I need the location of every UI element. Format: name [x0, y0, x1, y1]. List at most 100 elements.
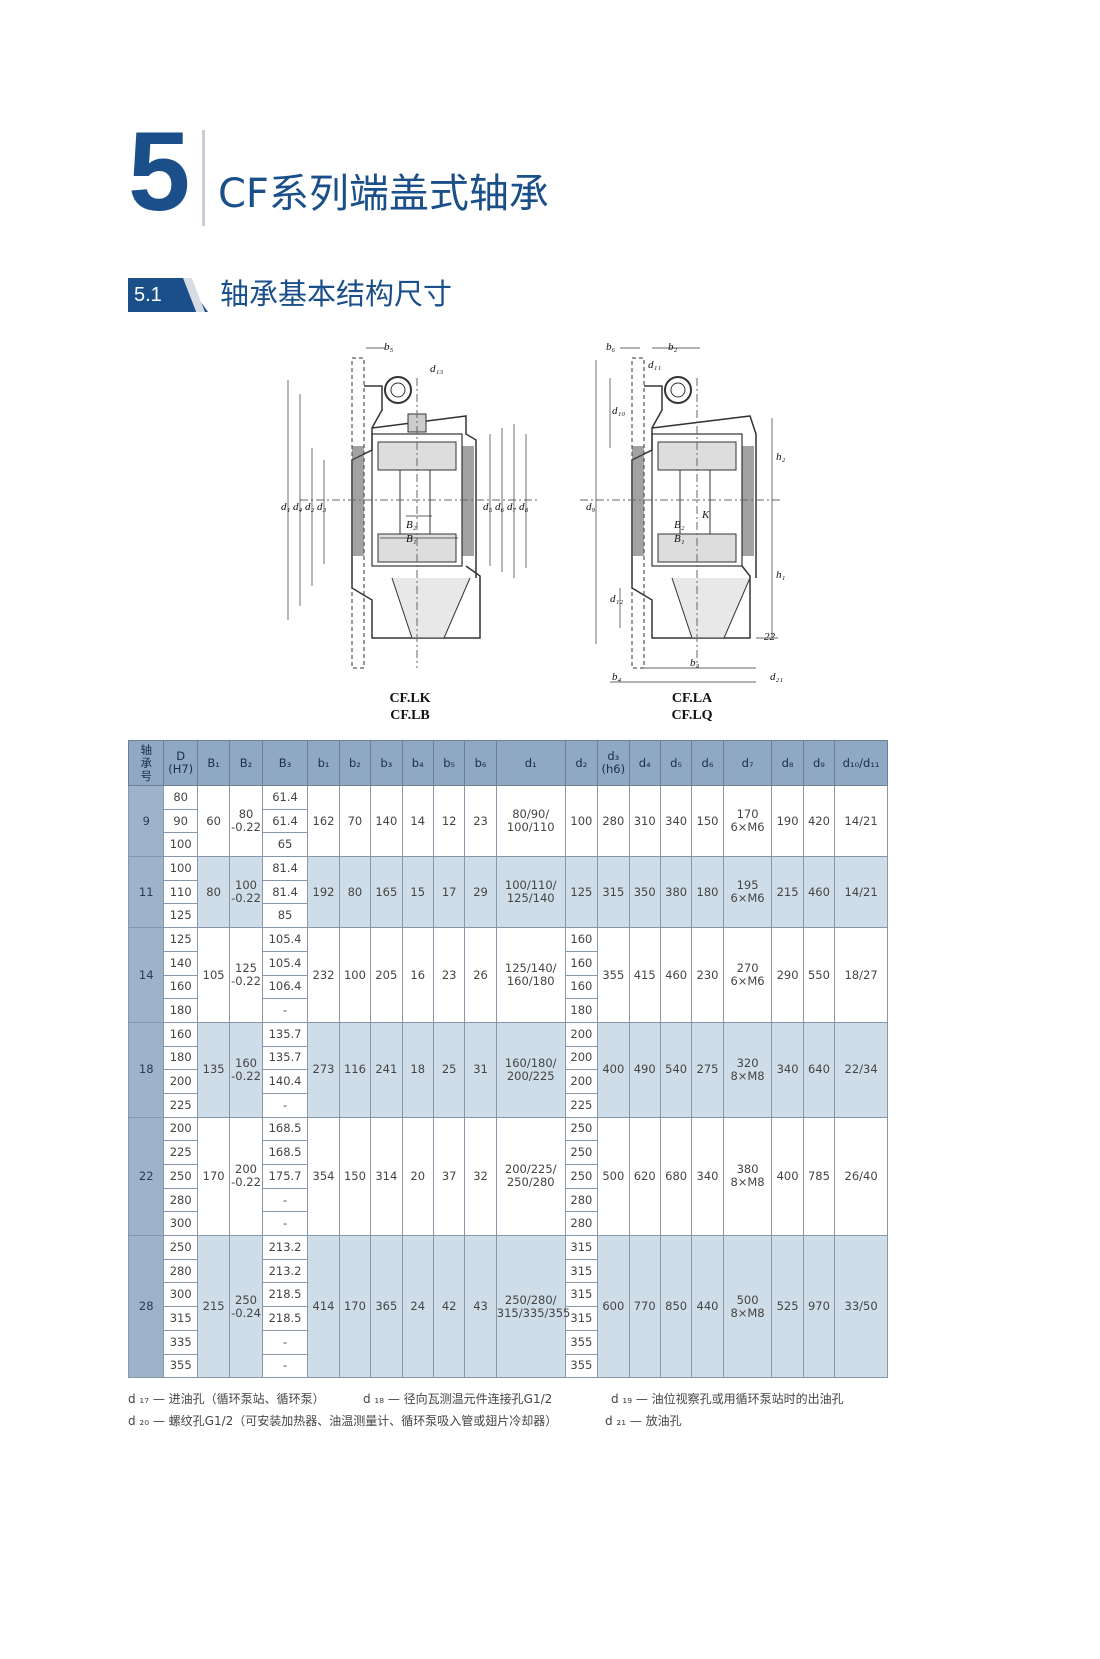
- table-cell: 490: [628, 1021, 661, 1118]
- table-cell: 140: [370, 784, 403, 858]
- table-cell: 785: [802, 1116, 836, 1237]
- table-cell: 525: [771, 1235, 804, 1379]
- table-cell: 16: [401, 927, 434, 1023]
- table-cell: 180: [564, 998, 599, 1023]
- label-22: 22: [764, 631, 776, 643]
- table-cell: 22: [127, 1116, 165, 1237]
- label-b2: b₂: [668, 341, 678, 353]
- table-cell: 460: [659, 927, 693, 1023]
- label-d2: d₂: [305, 501, 315, 513]
- bearing-drawings: b₅ d₁₃ B₂ B₁ d₁ d₄ d₂ d₃ d₅ d₆ d₇ d₈ b₆ …: [281, 341, 786, 683]
- table-cell: 32: [464, 1116, 497, 1237]
- table-header-cell: d₇: [722, 740, 773, 786]
- table-cell: 314: [370, 1116, 403, 1237]
- table-cell: 275: [691, 1021, 724, 1118]
- bearing-drawing-la-lq: [580, 347, 780, 683]
- label-b6: b₆: [606, 341, 616, 353]
- table-cell: 680: [659, 1116, 693, 1237]
- table-cell: 500 8×M8: [722, 1235, 773, 1379]
- section-title: 轴承基本结构尺寸: [220, 277, 453, 311]
- table-cell: 22/34: [834, 1021, 888, 1118]
- table-cell: 23: [464, 784, 497, 858]
- table-cell: 105.4: [261, 927, 309, 952]
- left-caption-line2: CF.LB: [390, 708, 430, 723]
- table-cell: 105: [196, 927, 231, 1023]
- table-row: 280-280: [129, 1187, 888, 1213]
- table-cell: 380 8×M8: [722, 1116, 773, 1237]
- table-cell: 250/280/ 315/335/355: [495, 1235, 570, 1379]
- table-cell: 160: [163, 974, 198, 1000]
- table-cell: 355: [564, 1329, 599, 1355]
- table-cell: 100: [564, 784, 599, 858]
- label-B1-left: B₁: [406, 533, 417, 545]
- table-header-cell: b₄: [401, 740, 434, 786]
- table-cell: 140.4: [261, 1069, 309, 1094]
- table-cell: 12: [432, 784, 466, 858]
- note-d19: d ₁₉ — 油位视察孔或用循环泵站时的出油孔: [611, 1392, 844, 1406]
- table-cell: 160 -0.22: [229, 1021, 263, 1118]
- table-cell: 14/21: [834, 784, 888, 858]
- table-cell: 190: [771, 784, 804, 858]
- table-cell: 14: [401, 784, 434, 858]
- table-cell: 200 -0.22: [229, 1116, 263, 1237]
- table-cell: 175.7: [261, 1164, 309, 1189]
- table-header-cell: d₁₀/d₁₁: [834, 740, 888, 786]
- table-cell: 135: [196, 1021, 231, 1118]
- table-cell: 250: [564, 1140, 599, 1165]
- table-cell: 354: [307, 1116, 340, 1237]
- table-cell: 200: [163, 1116, 198, 1142]
- table-header-cell: d₈: [771, 740, 804, 786]
- table-cell: 42: [432, 1235, 466, 1379]
- table-cell: 225: [564, 1092, 599, 1118]
- table-header-cell: b₂: [338, 740, 372, 786]
- table-header-cell: d₂: [564, 740, 599, 786]
- table-cell: 26: [464, 927, 497, 1023]
- table-cell: 165: [370, 856, 403, 929]
- table-cell: 600: [597, 1235, 630, 1379]
- table-cell: 43: [464, 1235, 497, 1379]
- table-cell: 205: [370, 927, 403, 1023]
- table-cell: 180: [163, 1045, 198, 1071]
- table-cell: 150: [691, 784, 724, 858]
- table-cell: 232: [307, 927, 340, 1023]
- table-cell: 80 -0.22: [229, 784, 263, 858]
- table-cell: 160: [564, 927, 599, 952]
- label-d6: d₆: [495, 501, 505, 513]
- table-cell: 200: [163, 1069, 198, 1094]
- table-cell: 168.5: [261, 1116, 309, 1142]
- table-cell: 280: [564, 1187, 599, 1213]
- table-cell: 170 6×M6: [722, 784, 773, 858]
- table-cell: 125: [163, 903, 198, 929]
- table-cell: 125: [163, 927, 198, 952]
- table-cell: 100: [163, 832, 198, 858]
- table-header-cell: 轴 承 号: [127, 740, 165, 786]
- label-b5: b₅: [384, 341, 394, 353]
- table-cell: -: [261, 1092, 309, 1118]
- table-cell: 60: [196, 784, 231, 858]
- table-cell: 355: [163, 1353, 198, 1379]
- table-cell: 80: [338, 856, 372, 929]
- table-cell: 23: [432, 927, 466, 1023]
- table-cell: 160/180/ 200/225: [495, 1021, 566, 1118]
- label-K: K: [701, 509, 710, 521]
- table-cell: 15: [401, 856, 434, 929]
- label-d10: d₁₀: [612, 405, 625, 417]
- table-row: 335-355: [129, 1329, 888, 1355]
- table-header-cell: B₁: [196, 740, 231, 786]
- table-cell: 160: [163, 1021, 198, 1047]
- table-cell: 225: [163, 1140, 198, 1165]
- table-cell: 770: [628, 1235, 661, 1379]
- table-cell: 29: [464, 856, 497, 929]
- table-cell: 61.4: [261, 808, 309, 834]
- table-cell: -: [261, 1187, 309, 1213]
- label-h2: h₂: [776, 451, 786, 463]
- table-cell: 200/225/ 250/280: [495, 1116, 566, 1237]
